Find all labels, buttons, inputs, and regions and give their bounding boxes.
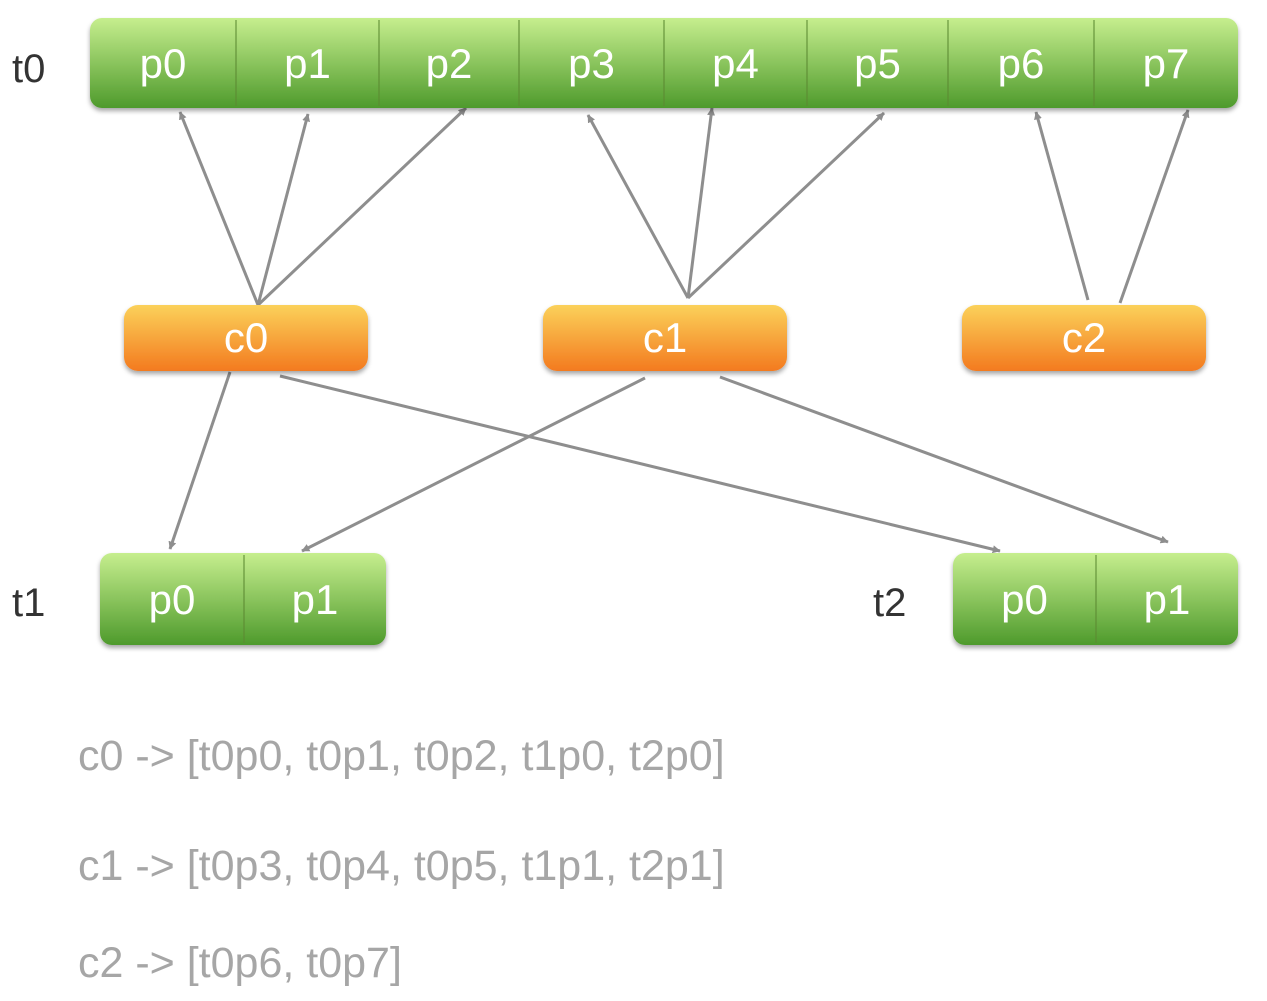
partition-t0p4: p4 — [712, 40, 759, 87]
edge-c1-t0p5 — [686, 111, 886, 300]
consumer-label-c1: c1 — [643, 314, 687, 361]
consumer-label-c0: c0 — [224, 314, 268, 361]
partition-t0p6: p6 — [998, 40, 1045, 87]
edge-c1-t0p4 — [686, 107, 716, 299]
edge-c0-t2p0 — [279, 374, 1001, 554]
partition-t2p0: p0 — [1001, 576, 1048, 623]
partition-t1p1: p1 — [292, 576, 339, 623]
edge-c1-t2p1 — [719, 375, 1169, 544]
topic-label-t2: t2 — [873, 581, 906, 625]
topic-t0-partitions: p0 p1 p2 p3 p4 p5 p6 p7 — [90, 18, 1238, 108]
edge-c2-t0p7 — [1118, 109, 1190, 304]
edge-c0-t1p0 — [168, 371, 232, 550]
topic-t1-partitions: p0 p1 — [100, 553, 386, 645]
assignment-line-c2: c2 -> [t0p6, t0p7] — [78, 939, 402, 987]
topic-label-t0: t0 — [12, 47, 45, 91]
topic-label-t1: t1 — [12, 581, 45, 625]
consumer-c0: c0 — [124, 305, 368, 371]
consumer-label-c2: c2 — [1062, 314, 1106, 361]
edge-c2-t0p6 — [1034, 111, 1090, 301]
edge-c1-t0p3 — [586, 114, 690, 299]
partition-t0p1: p1 — [284, 40, 331, 87]
assignment-line-c1: c1 -> [t0p3, t0p4, t0p5, t1p1, t2p1] — [78, 842, 725, 890]
topic-t1-bar — [100, 553, 386, 645]
consumer-c1: c1 — [543, 305, 787, 371]
assignment-line-c0: c0 -> [t0p0, t0p1, t0p2, t1p0, t2p0] — [78, 732, 725, 780]
partition-t1p0: p0 — [149, 576, 196, 623]
topic-t2-partitions: p0 p1 — [953, 553, 1238, 645]
edge-c0-t0p0 — [178, 111, 260, 306]
partition-t0p0: p0 — [140, 40, 187, 87]
partition-t0p3: p3 — [568, 40, 615, 87]
partition-t0p5: p5 — [854, 40, 901, 87]
partition-t0p7: p7 — [1143, 40, 1190, 87]
edge-c0-t0p1 — [256, 113, 311, 306]
edge-c1-t1p1 — [301, 376, 646, 553]
partition-t0p2: p2 — [426, 40, 473, 87]
edges-layer — [168, 106, 1190, 554]
consumer-c2: c2 — [962, 305, 1206, 371]
edge-c0-t0p2 — [256, 106, 468, 307]
partition-t2p1: p1 — [1144, 576, 1191, 623]
